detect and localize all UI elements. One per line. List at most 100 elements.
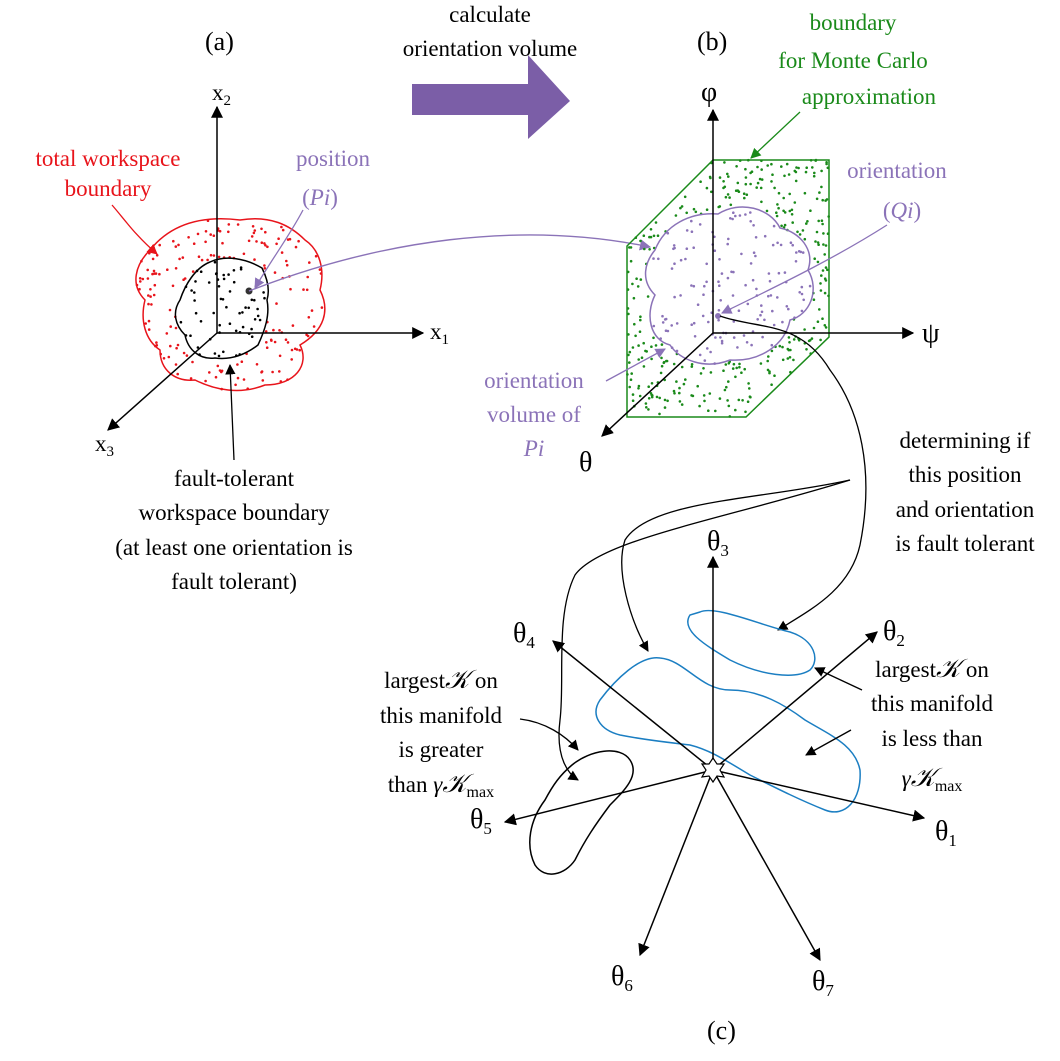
scatter-dot (702, 293, 705, 297)
scatter-dot (799, 250, 803, 254)
scatter-dot (673, 262, 676, 266)
connector-to-left-manifold (558, 479, 851, 781)
scatter-dot (165, 332, 169, 335)
scatter-dot (805, 166, 808, 169)
scatter-dot (766, 164, 769, 167)
scatter-dot (654, 344, 658, 347)
scatter-dot (150, 303, 153, 306)
scatter-dot (660, 343, 664, 346)
scatter-dot (705, 262, 708, 266)
scatter-dot (705, 280, 708, 284)
scatter-dot (817, 243, 820, 246)
scatter-dot (286, 341, 290, 344)
right-note-line4: γ𝒦max (902, 763, 963, 795)
determining-line4: is fault tolerant (895, 531, 1035, 556)
axis-x1-label: x1 (430, 319, 449, 348)
scatter-dot (787, 336, 791, 339)
scatter-dot (239, 268, 243, 271)
scatter-dot (645, 350, 648, 353)
scatter-dot (155, 254, 159, 257)
scatter-dot (800, 285, 804, 289)
scatter-dot (749, 211, 752, 214)
scatter-dot (650, 345, 653, 349)
scatter-dot (194, 280, 197, 283)
scatter-dot (159, 352, 162, 356)
scatter-dot (263, 267, 267, 270)
scatter-dot (696, 303, 700, 307)
scatter-dot (253, 318, 257, 321)
scatter-dot (275, 302, 278, 305)
scatter-dot (767, 294, 770, 298)
scatter-dot (755, 186, 758, 189)
scatter-dot (726, 242, 729, 246)
scatter-dot (713, 249, 717, 252)
left-note-line2: this manifold (380, 703, 503, 728)
scatter-dot (794, 260, 798, 263)
scatter-dot (719, 299, 722, 302)
scatter-dot (187, 236, 190, 239)
scatter-dot (663, 398, 667, 402)
scatter-dot (650, 393, 653, 397)
scatter-dot (798, 291, 801, 294)
scatter-dot (770, 383, 773, 387)
scatter-dot (788, 341, 791, 344)
scatter-dot (814, 240, 817, 243)
scatter-dot (742, 192, 746, 195)
scatter-dot (782, 196, 785, 200)
scatter-dot (754, 254, 757, 258)
scatter-dot (172, 239, 175, 243)
scatter-dot (760, 304, 763, 307)
scatter-dot (672, 389, 676, 393)
scatter-dot (789, 241, 793, 244)
scatter-dot (639, 315, 642, 319)
scatter-dot (174, 326, 178, 330)
scatter-dot (264, 330, 268, 333)
scatter-dot (312, 325, 316, 328)
scatter-dot (307, 316, 311, 319)
scatter-dot (630, 372, 633, 375)
scatter-dot (791, 243, 794, 247)
scatter-dot (675, 322, 679, 325)
scatter-dot (637, 384, 641, 388)
scatter-dot (627, 312, 630, 316)
scatter-dot (732, 211, 735, 214)
scatter-dot (680, 205, 684, 208)
scatter-dot (781, 345, 784, 349)
scatter-dot (827, 294, 830, 298)
scatter-dot (255, 363, 259, 366)
scatter-dot (657, 257, 660, 261)
scatter-dot (264, 244, 267, 247)
scatter-dot (193, 291, 196, 294)
scatter-dot (152, 246, 155, 249)
scatter-dot (776, 241, 779, 245)
right-note-line1: largest𝒦 on (875, 654, 989, 683)
scatter-dot (642, 365, 646, 368)
scatter-dot (171, 284, 175, 288)
scatter-dot (647, 397, 651, 400)
scatter-dot (244, 306, 247, 309)
scatter-dot (698, 353, 702, 357)
scatter-dot (258, 318, 262, 322)
scatter-dot (252, 231, 256, 235)
scatter-dot (725, 385, 728, 389)
scatter-dot (803, 191, 807, 195)
scatter-dot (682, 382, 686, 386)
scatter-dot (706, 347, 709, 350)
scatter-dot (213, 260, 217, 264)
scatter-dot (149, 288, 152, 291)
scatter-dot (724, 363, 728, 366)
scatter-dot (666, 399, 669, 403)
scatter-dot (729, 203, 733, 207)
scatter-dot (714, 336, 717, 339)
scatter-dot (242, 252, 246, 256)
scatter-dot (822, 232, 825, 235)
total-boundary-pointer (111, 204, 158, 255)
scatter-dot (166, 268, 169, 272)
scatter-dot (718, 258, 721, 261)
determining-line1: determining if (900, 428, 1031, 453)
scatter-dot (169, 344, 172, 348)
scatter-dot (718, 284, 721, 288)
scatter-dot (722, 180, 725, 183)
scatter-dot (741, 399, 744, 402)
scatter-dot (722, 186, 725, 190)
